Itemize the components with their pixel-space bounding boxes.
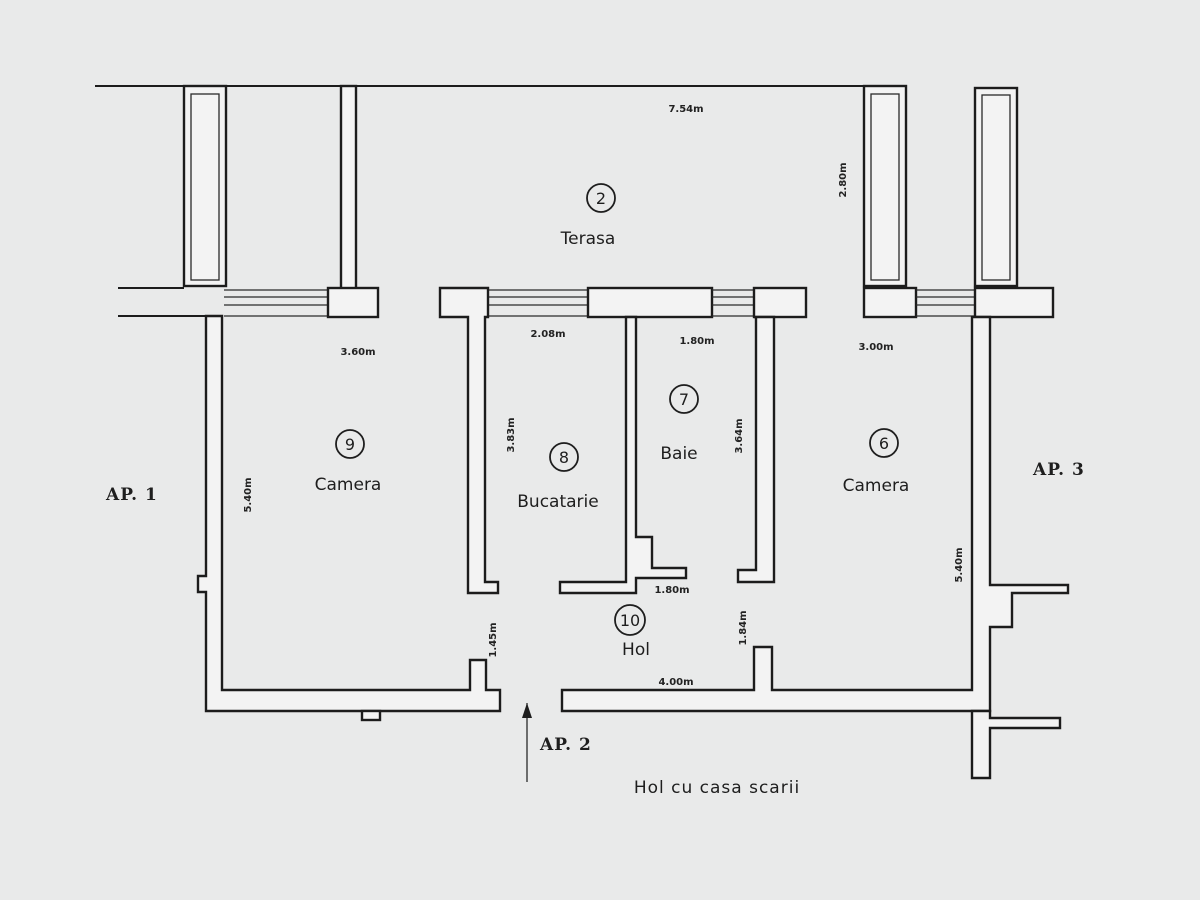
room-number: 10 [620,611,640,630]
label-ap1: AP. 1 [105,485,158,505]
wall-bucatarie-baie [558,315,688,595]
pier-1 [326,286,380,319]
room-number: 9 [345,435,355,454]
wall-baie-right [736,315,776,584]
planter-left [182,84,228,288]
caption-stair-hall: Hol cu casa scarii [634,778,800,798]
entrance-arrow-icon [522,703,532,782]
wall-bucatarie-left [438,286,500,595]
window-camera-9 [224,289,328,317]
planter-right-1 [862,84,908,288]
room-number: 6 [879,434,889,453]
dim-bath-width: 1.80m [679,336,714,347]
terrace-divider-wall [339,84,358,291]
dim-terrace-width: 7.54m [668,104,703,115]
dim-terrace-depth: 2.80m [838,162,849,197]
dim-camera6-width: 3.00m [858,342,893,353]
dim-hall-width-top: 1.80m [654,585,689,596]
room-hol: 10 Hol [614,604,650,660]
room-number: 2 [596,189,606,208]
room-name: Camera [843,476,910,496]
pier-5 [973,286,1055,319]
pier-4 [862,286,918,319]
pier-2 [586,286,714,319]
room-name: Bucatarie [517,492,598,512]
wall-camera-9-left [196,314,502,713]
window-camera-6 [916,289,975,317]
window-bucatarie [487,289,588,317]
label-ap2: AP. 2 [539,735,592,755]
wall-staircase [970,709,1062,780]
room-terasa: 2 Terasa [560,183,616,249]
dim-hall-left-depth: 1.45m [488,622,499,657]
room-number: 8 [559,448,569,467]
dim-hall-right-depth: 1.84m [738,610,749,645]
room-camera-6: 6 Camera [843,428,910,496]
room-name: Terasa [560,229,616,249]
planter-right-2 [973,86,1019,288]
room-baie: 7 Baie [660,384,699,464]
room-bucatarie: 8 Bucatarie [517,442,599,512]
dim-bath-depth: 3.64m [734,418,745,453]
room-name: Camera [315,475,382,495]
label-ap3: AP. 3 [1032,460,1085,480]
room-name: Hol [622,640,650,660]
dim-camera9-depth: 5.40m [243,477,254,512]
dim-camera9-width: 3.60m [340,347,375,358]
wall-stub-bottom [360,709,382,722]
wall-hol-bottom [560,315,1070,713]
dim-kitchen-width: 2.08m [530,329,565,340]
room-number: 7 [679,390,689,409]
dim-hall-bottom-width: 4.00m [658,677,693,688]
dim-kitchen-depth: 3.83m [506,417,517,452]
window-baie [712,289,754,317]
room-name: Baie [660,444,697,464]
dim-camera6-depth: 5.40m [954,547,965,582]
room-camera-9: 9 Camera [315,429,382,495]
pier-3 [752,286,808,319]
